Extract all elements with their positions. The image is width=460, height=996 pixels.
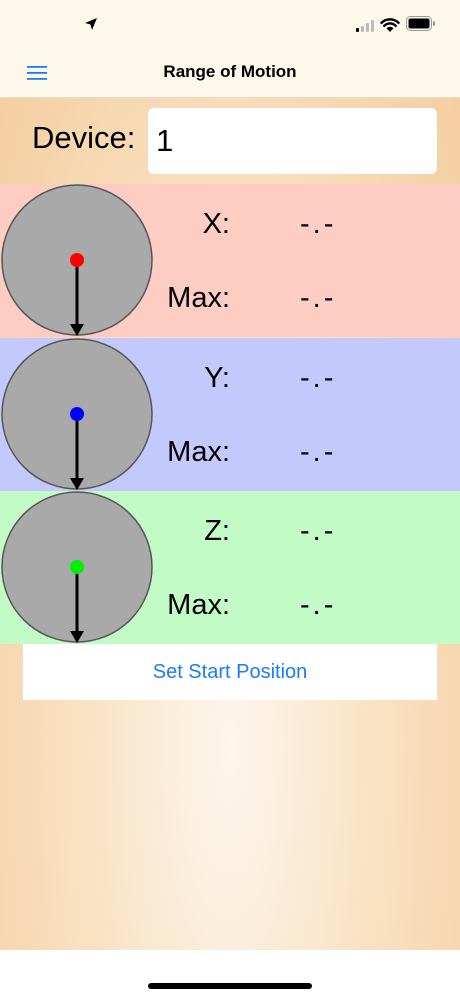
signal-icon xyxy=(356,20,374,32)
bottom-safe-area xyxy=(0,950,460,996)
home-indicator xyxy=(148,983,312,989)
y-max-label: Max: xyxy=(167,436,230,468)
x-max-label: Max: xyxy=(167,282,230,314)
location-icon xyxy=(85,18,97,30)
z-axis-dial xyxy=(1,491,153,643)
x-max-value: -.- xyxy=(300,282,337,314)
nav-bar: Range of Motion xyxy=(0,48,460,98)
hamburger-menu-icon[interactable] xyxy=(27,64,47,82)
z-axis-value: -.- xyxy=(300,515,337,547)
x-axis-value: -.- xyxy=(300,208,337,240)
x-axis-dot xyxy=(70,253,84,267)
wifi-icon xyxy=(380,18,400,32)
z-max-value: -.- xyxy=(300,589,337,621)
y-axis-row: Y: -.- Max: -.- xyxy=(0,338,460,491)
z-axis-label: Z: xyxy=(204,515,230,547)
y-axis-dial xyxy=(1,338,153,490)
page-title: Range of Motion xyxy=(163,62,297,81)
set-start-position-button[interactable]: Set Start Position xyxy=(23,644,437,700)
battery-icon xyxy=(406,16,435,31)
y-axis-value: -.- xyxy=(300,362,337,394)
x-axis-row: X: -.- Max: -.- xyxy=(0,184,460,337)
z-axis-row: Z: -.- Max: -.- xyxy=(0,491,460,644)
z-axis-dot xyxy=(70,560,84,574)
z-max-label: Max: xyxy=(167,589,230,621)
x-axis-label: X: xyxy=(202,208,230,240)
device-label: Device: xyxy=(32,120,136,155)
device-input[interactable] xyxy=(148,108,437,174)
x-axis-dial xyxy=(1,184,153,336)
y-axis-label: Y: xyxy=(204,362,230,394)
y-max-value: -.- xyxy=(300,436,337,468)
y-axis-dot xyxy=(70,407,84,421)
status-bar xyxy=(0,0,460,48)
